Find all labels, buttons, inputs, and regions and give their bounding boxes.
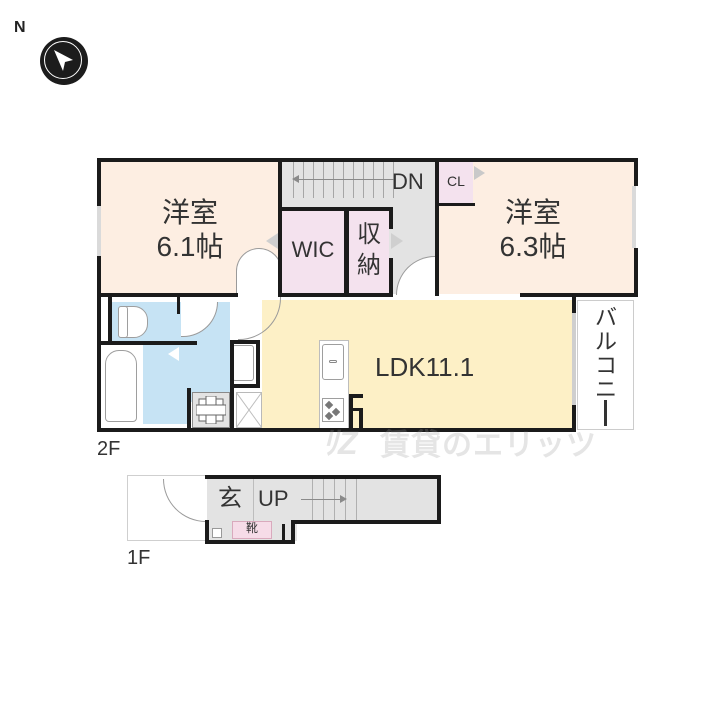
wall <box>177 296 180 314</box>
washing-machine-icon <box>196 396 226 424</box>
fridge-wall <box>349 394 353 432</box>
entrance-label: 玄 <box>218 485 242 512</box>
wall <box>572 293 576 313</box>
wall <box>187 388 191 432</box>
wall <box>205 520 209 544</box>
wall <box>97 158 101 206</box>
wall <box>278 158 282 250</box>
shoe-box <box>232 521 272 539</box>
wall <box>278 293 393 297</box>
wall <box>230 384 260 388</box>
wall <box>344 207 349 297</box>
west-room-label: 洋室 <box>161 197 218 228</box>
wall <box>256 340 260 388</box>
wic-label: WIC <box>291 237 335 262</box>
wall <box>435 158 439 296</box>
wic-door-icon <box>266 233 278 249</box>
wall <box>389 207 393 229</box>
wall <box>572 405 576 432</box>
wall <box>291 520 441 524</box>
storage <box>349 210 389 293</box>
bathtub-icon <box>105 350 137 422</box>
shoe-box-label: 靴 <box>245 521 258 535</box>
north-label: N <box>14 19 26 36</box>
west-room-size: 6.1帖 <box>156 231 224 262</box>
wall <box>389 258 393 297</box>
closet-cl <box>438 161 473 203</box>
window-east <box>632 186 636 248</box>
wall <box>634 248 638 296</box>
watermark-logo-icon: ﾘZ <box>322 425 358 461</box>
fridge-wall <box>349 394 363 398</box>
wall <box>634 158 638 186</box>
balcony-char-5-bar <box>604 400 607 426</box>
entrance-small-box <box>212 528 222 538</box>
wall <box>520 293 638 297</box>
stairs-arrow-head-icon <box>292 175 299 183</box>
north-arrow-icon <box>40 37 88 85</box>
watermark: 賃貸のエリッツ <box>380 429 597 462</box>
toilet-tank-icon <box>118 306 128 338</box>
wall <box>437 475 441 524</box>
wall <box>97 293 238 297</box>
floor-label-1f: 1F <box>127 547 151 569</box>
balcony-char-4: ニ <box>594 377 617 402</box>
wall <box>435 203 475 206</box>
east-room-label: 洋室 <box>504 197 561 228</box>
wall <box>278 207 392 211</box>
stairs-up-label: UP <box>258 486 289 511</box>
wall <box>278 207 282 297</box>
fridge-wall <box>359 408 363 432</box>
ldk <box>262 300 573 430</box>
faucet-icon <box>329 360 337 363</box>
balcony-char-3: コ <box>594 353 617 378</box>
fridge-wall <box>349 408 363 411</box>
stairs-arrow <box>294 179 394 180</box>
wall <box>205 475 441 479</box>
stairs-dn-label: DN <box>392 169 424 194</box>
wall <box>282 524 285 541</box>
cross-mark-icon <box>236 392 262 428</box>
ldk-label: LDK11.1 <box>375 352 475 382</box>
wall <box>230 340 260 344</box>
stairs-up-arrow-head-icon <box>340 495 347 503</box>
wall <box>108 296 112 344</box>
bath-door-icon <box>168 347 179 361</box>
wall <box>97 158 638 162</box>
window-west <box>97 206 101 256</box>
entrance-divider <box>253 478 254 521</box>
wall <box>97 428 576 432</box>
storage-label-1: 収 <box>357 221 381 248</box>
storage-door-icon <box>391 233 403 249</box>
walk-in-closet <box>280 210 344 293</box>
door-swing-west <box>236 248 282 295</box>
closet-label: CL <box>447 173 465 189</box>
wall <box>205 540 295 544</box>
wall <box>291 520 295 544</box>
floor-label-2f: 2F <box>97 438 121 460</box>
stairs-up-arrow <box>301 499 341 500</box>
storage-label-2: 納 <box>357 252 381 279</box>
east-room-size: 6.3帖 <box>499 231 567 262</box>
balcony-char-1: バ <box>594 305 617 330</box>
closet-door-icon <box>474 166 485 180</box>
window-ldk-east <box>572 312 576 406</box>
wall <box>97 341 197 345</box>
balcony-char-2: ル <box>594 329 617 354</box>
